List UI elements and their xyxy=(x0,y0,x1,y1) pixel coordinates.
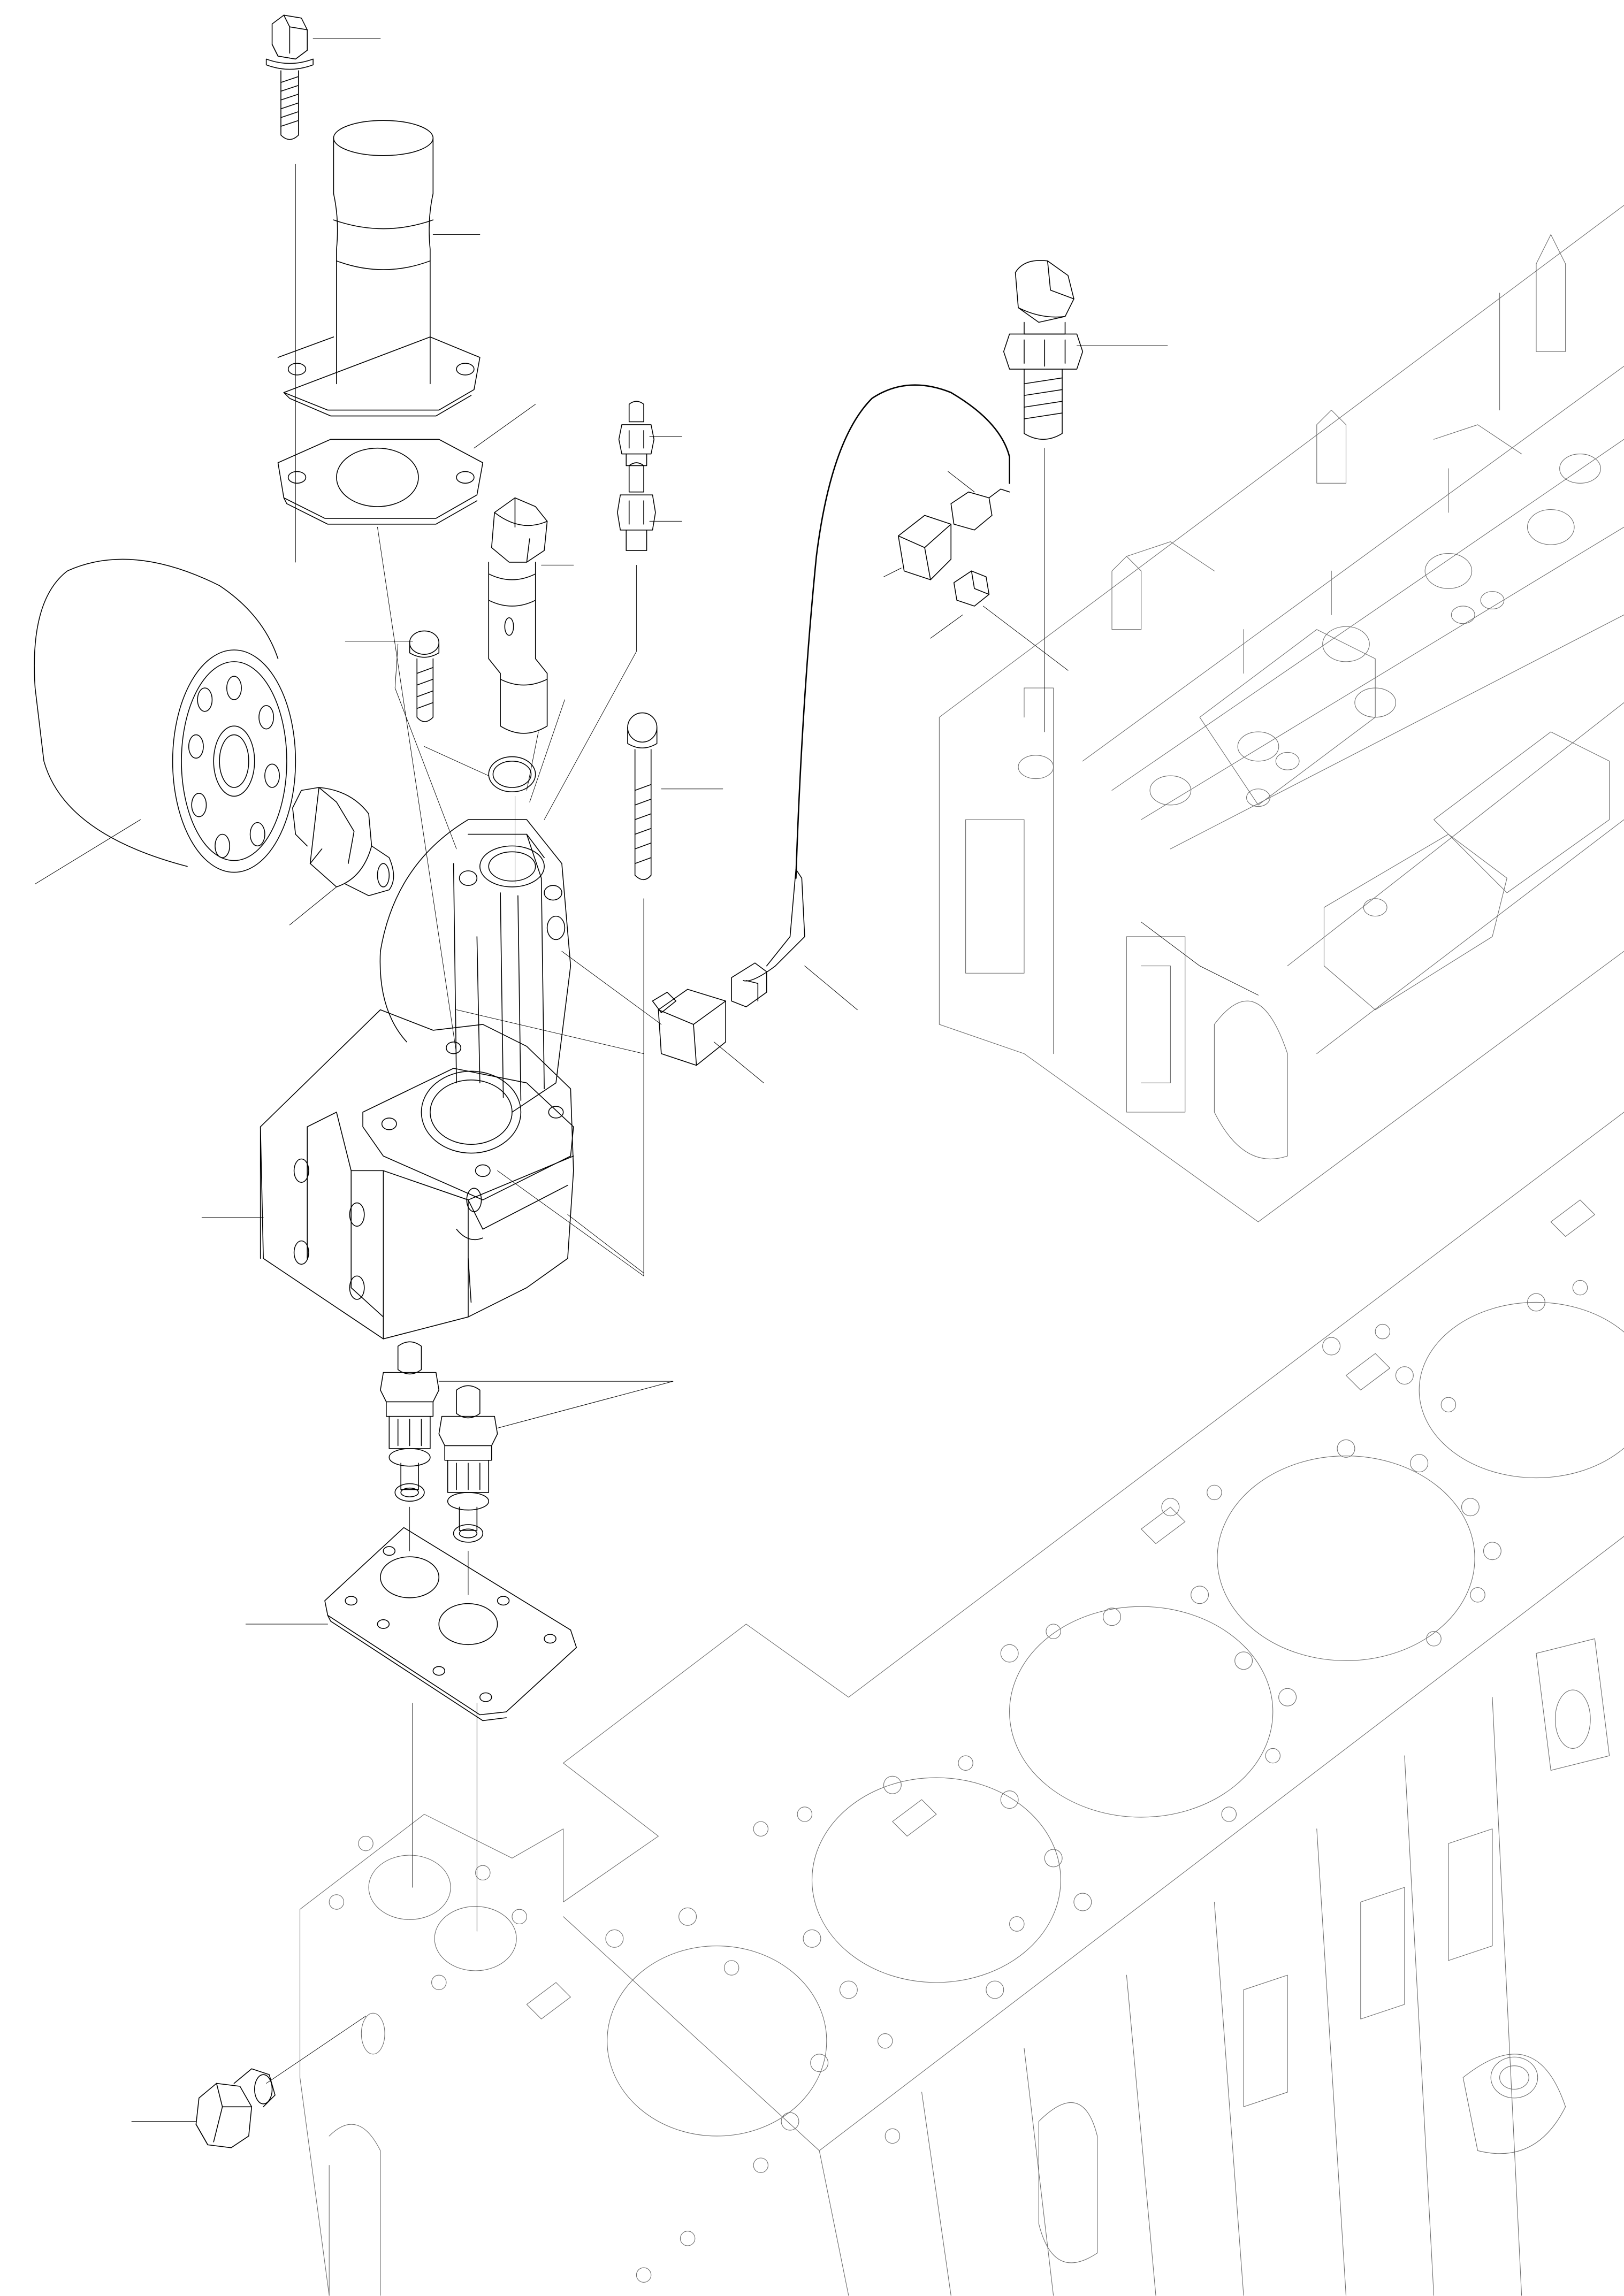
oil-filter-cartridge xyxy=(34,559,295,872)
sensor-harness xyxy=(731,385,1010,1007)
harness-connector xyxy=(898,489,1010,580)
short-bolt xyxy=(410,631,439,722)
o-ring xyxy=(489,757,535,792)
center-lines xyxy=(266,164,1259,2083)
oil-level-dipstick-guide xyxy=(489,498,547,733)
filter-nipple xyxy=(293,787,394,896)
housing-gasket xyxy=(325,1528,576,1721)
thermostat-valve-a xyxy=(380,1342,439,1501)
drain-plug xyxy=(196,2069,275,2148)
cylinder-block xyxy=(300,1112,1624,2295)
thermostat-valve-b xyxy=(439,1386,497,1542)
cylinder-head xyxy=(939,205,1624,1222)
stud-upper xyxy=(619,401,654,465)
leader-lines xyxy=(35,39,1168,2122)
pressure-sensor xyxy=(1004,261,1083,439)
oil-filter-housing xyxy=(261,820,574,1339)
flange-bolt xyxy=(266,15,313,139)
harness-plug xyxy=(652,571,989,1065)
oil-filler-tube xyxy=(278,120,480,416)
long-bolt xyxy=(628,713,657,880)
stud-lower xyxy=(617,463,655,550)
filler-tube-gasket xyxy=(278,439,483,524)
